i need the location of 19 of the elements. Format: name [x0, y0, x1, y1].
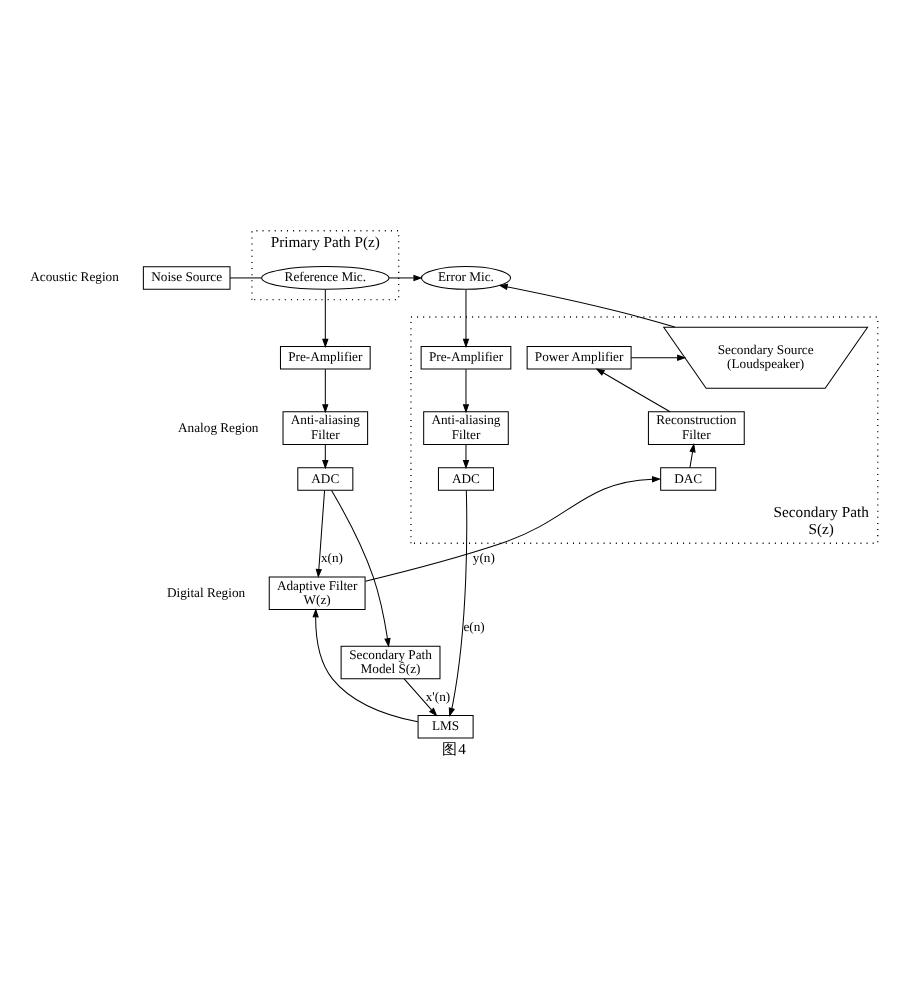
- arrow: [461, 288, 469, 348]
- arrow: [688, 442, 695, 468]
- arrow: [321, 367, 328, 413]
- arrow: [363, 475, 661, 581]
- arrow: [321, 443, 328, 469]
- arrow: [629, 353, 686, 360]
- arrow: [402, 677, 437, 716]
- arrow: [387, 273, 422, 281]
- arrow: [447, 488, 467, 716]
- arrow: [314, 488, 325, 578]
- arrow: [461, 443, 469, 469]
- arrow: [330, 488, 390, 647]
- caption: 图4: [441, 739, 465, 758]
- arrow: [321, 288, 328, 348]
- arrow: [461, 367, 469, 413]
- connector: [228, 276, 262, 278]
- arrow: [311, 607, 418, 722]
- arrow: [497, 282, 675, 327]
- arrow: [594, 367, 670, 412]
